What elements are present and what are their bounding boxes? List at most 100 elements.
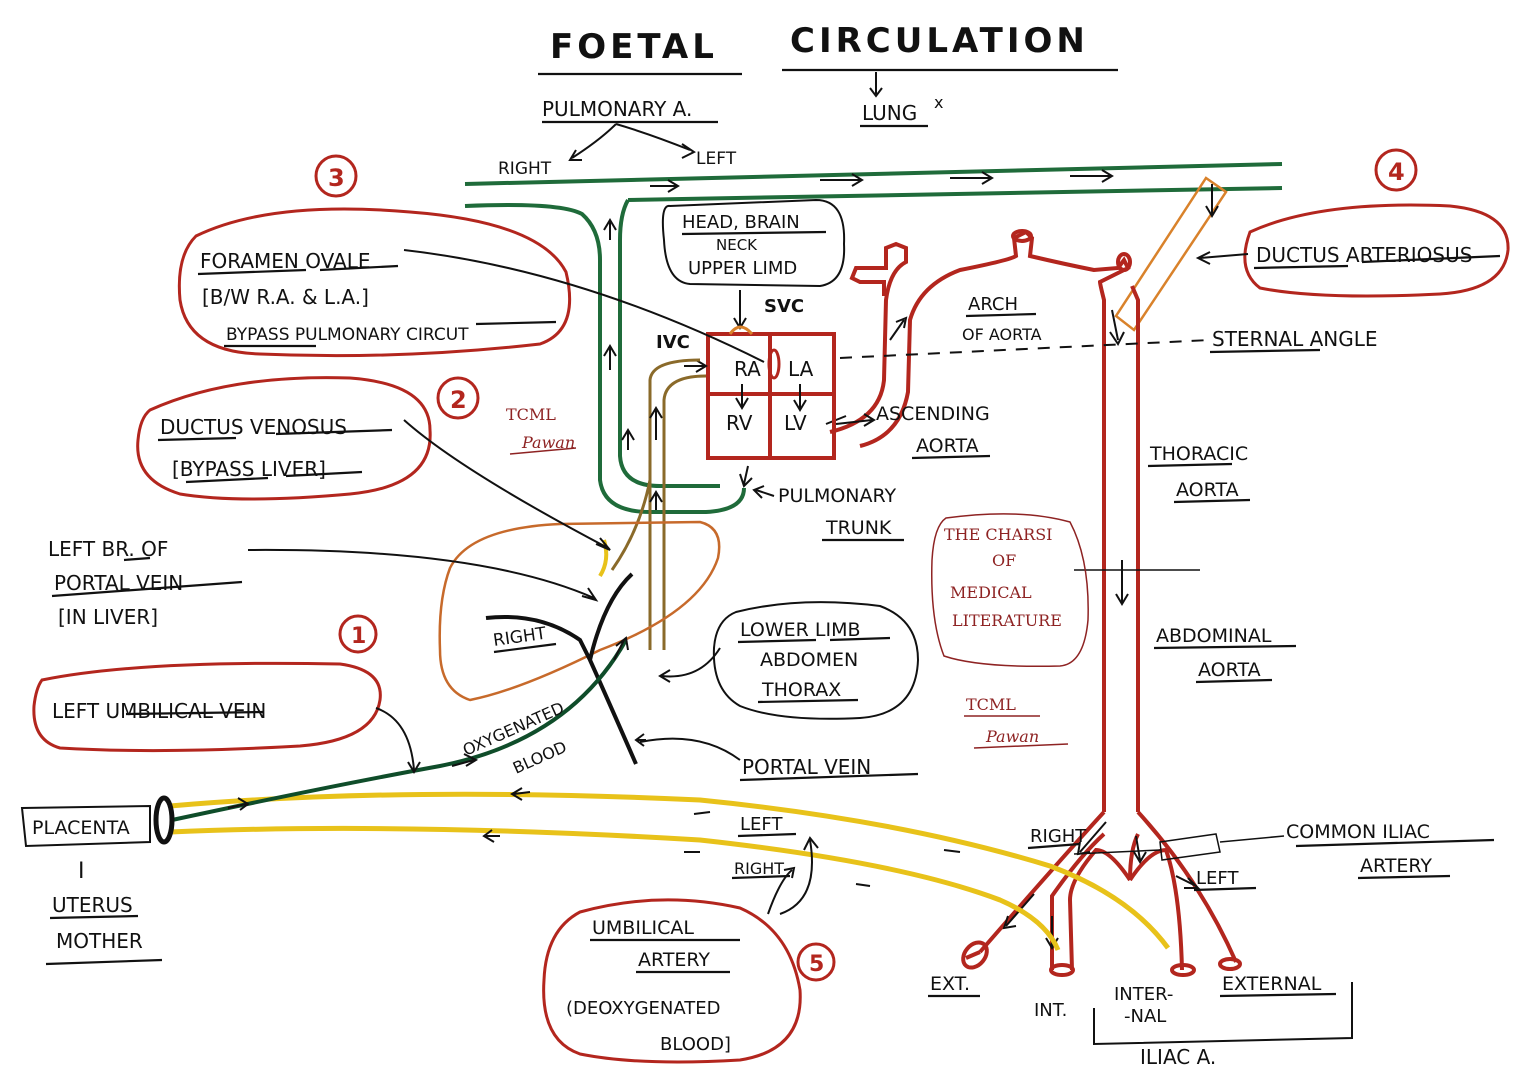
lower-line2: ABDOMEN	[760, 649, 858, 671]
number-3-circle	[314, 154, 358, 198]
watermark-bubble	[931, 513, 1089, 668]
da-underline-b	[1361, 254, 1501, 264]
portal-line2-underline	[51, 580, 243, 598]
thoracic-label-2: AORTA	[1176, 479, 1239, 501]
ductus-arteriosus-arrow	[1205, 184, 1219, 218]
portal-vein-pointer	[639, 737, 741, 761]
umbilical-artery-line3: (DEOXYGENATED	[566, 998, 721, 1019]
portal-branch-pointer	[247, 548, 599, 602]
number-3: 3	[328, 164, 345, 192]
iliac-bracket	[1093, 982, 1353, 1046]
uv-underline	[125, 710, 265, 716]
iliac-left-underline	[1193, 886, 1257, 892]
number-2-circle	[436, 376, 480, 420]
pulmonary-flow-arrows	[603, 169, 1114, 450]
iliac-inter-1: INTER-	[1114, 984, 1173, 1005]
svc-vessel-top	[728, 325, 754, 336]
heart-ra: RA	[734, 357, 761, 381]
ductus-venosus-line2: [BYPASS LIVER]	[172, 457, 326, 481]
abdominal-label-1: ABDOMINAL	[1156, 625, 1272, 647]
ascending-label-1: ASCENDING	[876, 403, 990, 425]
heart-flow-arrows	[684, 290, 807, 488]
common-iliac-pointer-box	[1159, 833, 1221, 861]
pulmonary-right-label: RIGHT	[498, 159, 552, 179]
ascending-underline	[911, 454, 991, 460]
iliac-int-label: INT.	[1034, 1000, 1067, 1021]
sternal-angle-line	[839, 339, 1211, 359]
pulmonary-left-arrow	[615, 123, 696, 159]
iliac-a-label: ILIAC A.	[1140, 1045, 1216, 1069]
signature-2-underline	[973, 743, 1069, 749]
number-4: 4	[1388, 158, 1405, 186]
iliac-external-label: EXTERNAL	[1222, 973, 1322, 995]
aorta-vessel	[829, 229, 1238, 971]
iliac-inter-2: -NAL	[1124, 1006, 1166, 1027]
iliac-ext-label: EXT.	[930, 973, 970, 995]
common-iliac-2: ARTERY	[1360, 855, 1432, 877]
portal-vein-underline	[739, 772, 919, 782]
heart-la: LA	[788, 357, 814, 381]
signature-2-tcml: TCML	[966, 695, 1016, 714]
uterus-label: UTERUS	[52, 893, 133, 917]
placenta-end	[153, 795, 175, 845]
ua-pointer-right	[767, 866, 796, 915]
signature-1-underline	[509, 447, 577, 455]
iliac-left-label: LEFT	[1196, 868, 1239, 889]
common-iliac-pointer-right	[1219, 835, 1285, 843]
foramen-underline-d	[475, 320, 557, 326]
iliac-ends	[961, 229, 1242, 977]
ductus-venosus-bubble	[136, 376, 432, 501]
pulmonary-artery-vessel	[464, 162, 1283, 514]
portal-line1: LEFT BR. OF	[48, 537, 168, 561]
number-2: 2	[450, 386, 467, 414]
head-box	[661, 198, 846, 288]
portal-left-branch	[588, 572, 634, 661]
pulmonary-right-arrow	[568, 123, 617, 161]
dv-underline-a	[157, 436, 237, 442]
signature-2-name: Pawan	[985, 727, 1039, 746]
umbilical-vein-bubble	[32, 661, 382, 753]
mother-label: MOTHER	[56, 929, 143, 953]
ua-left-underline	[737, 832, 797, 838]
ua-pointer-left	[779, 836, 819, 915]
blood-label: BLOOD	[510, 737, 570, 777]
foramen-underline-b	[319, 264, 399, 272]
ivc-arrow-2	[649, 490, 663, 510]
lower-underline-b	[829, 636, 891, 642]
heart-lv: LV	[784, 411, 807, 435]
ductus-arteriosus-pointer	[1195, 251, 1249, 265]
number-5-circle	[796, 942, 836, 982]
lower-line1: LOWER LIMB	[740, 619, 861, 641]
iliac-right-underline	[1027, 842, 1081, 850]
lower-limb-box	[712, 601, 920, 720]
abdominal-underline-2	[1195, 678, 1273, 684]
uterus-underline	[49, 914, 139, 920]
arch-underline	[965, 312, 1037, 318]
signature-1-tcml: TCML	[506, 405, 556, 424]
iliac-external-underline	[1219, 992, 1337, 998]
liver-right-underline	[493, 642, 557, 654]
umbilical-artery-bubble	[542, 898, 802, 1064]
head-line1: HEAD, BRAIN	[682, 212, 800, 233]
ductus-venosus-pointer	[403, 419, 611, 551]
umbilical-artery-line1: UMBILICAL	[592, 917, 694, 939]
head-line1-underline	[681, 230, 827, 236]
lower-line3: THORAX	[761, 679, 841, 701]
placenta-sep: I	[78, 859, 85, 884]
umbilical-arteries	[169, 791, 1171, 952]
lower-limb-pointer	[658, 647, 721, 683]
portal-br-underline	[123, 556, 151, 562]
foramen-line2: [B/W R.A. & L.A.]	[202, 285, 369, 309]
thoracic-underline-2	[1173, 498, 1251, 504]
dv-underline-b	[275, 428, 393, 436]
title-foetal: FOETAL	[550, 27, 718, 67]
common-iliac-pointer-left	[1073, 849, 1161, 855]
svc-label: SVC	[764, 296, 804, 317]
number-5: 5	[809, 952, 824, 977]
head-line3: UPPER LIMD	[688, 258, 797, 279]
foramen-underline-a	[197, 268, 307, 276]
ascending-pointer	[835, 413, 876, 427]
foramen-pointer	[403, 249, 765, 363]
lung-cross-mark: x	[934, 93, 943, 112]
umbilical-artery-arrows	[482, 787, 961, 887]
